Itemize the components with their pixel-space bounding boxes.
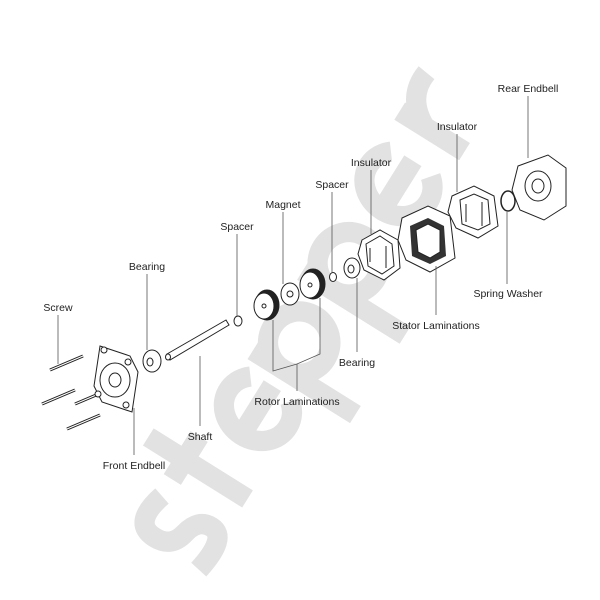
shaft-part xyxy=(165,319,230,361)
leader-lines xyxy=(57,96,529,455)
label-rotor-laminations: Rotor Laminations xyxy=(254,396,339,408)
rear-endbell-part xyxy=(511,154,567,221)
rear-bearing-part xyxy=(343,257,361,279)
label-spring-washer: Spring Washer xyxy=(473,288,543,300)
label-insulator-front: Insulator xyxy=(351,157,392,169)
rear-spacer-part xyxy=(329,272,337,282)
label-stator-laminations: Stator Laminations xyxy=(392,320,480,332)
label-spacer-rear: Spacer xyxy=(315,179,349,191)
label-shaft: Shaft xyxy=(188,431,213,443)
label-spacer-front: Spacer xyxy=(220,221,254,233)
label-insulator-rear: Insulator xyxy=(437,121,478,133)
front-spacer-part xyxy=(233,315,243,327)
label-front-endbell: Front Endbell xyxy=(103,460,165,472)
label-bearing-rear: Bearing xyxy=(339,357,375,369)
front-endbell-part xyxy=(93,345,139,413)
front-bearing-part xyxy=(142,349,162,373)
watermark-graphic xyxy=(134,66,470,577)
front-insulator-part xyxy=(357,229,401,281)
label-screw: Screw xyxy=(43,302,73,314)
label-bearing-front: Bearing xyxy=(129,261,165,273)
label-rear-endbell: Rear Endbell xyxy=(498,83,559,95)
label-magnet: Magnet xyxy=(265,199,300,211)
rear-insulator-part xyxy=(447,185,499,239)
rotor-part xyxy=(253,268,326,321)
spring-washer-part xyxy=(500,190,516,212)
stator-part xyxy=(397,205,456,273)
